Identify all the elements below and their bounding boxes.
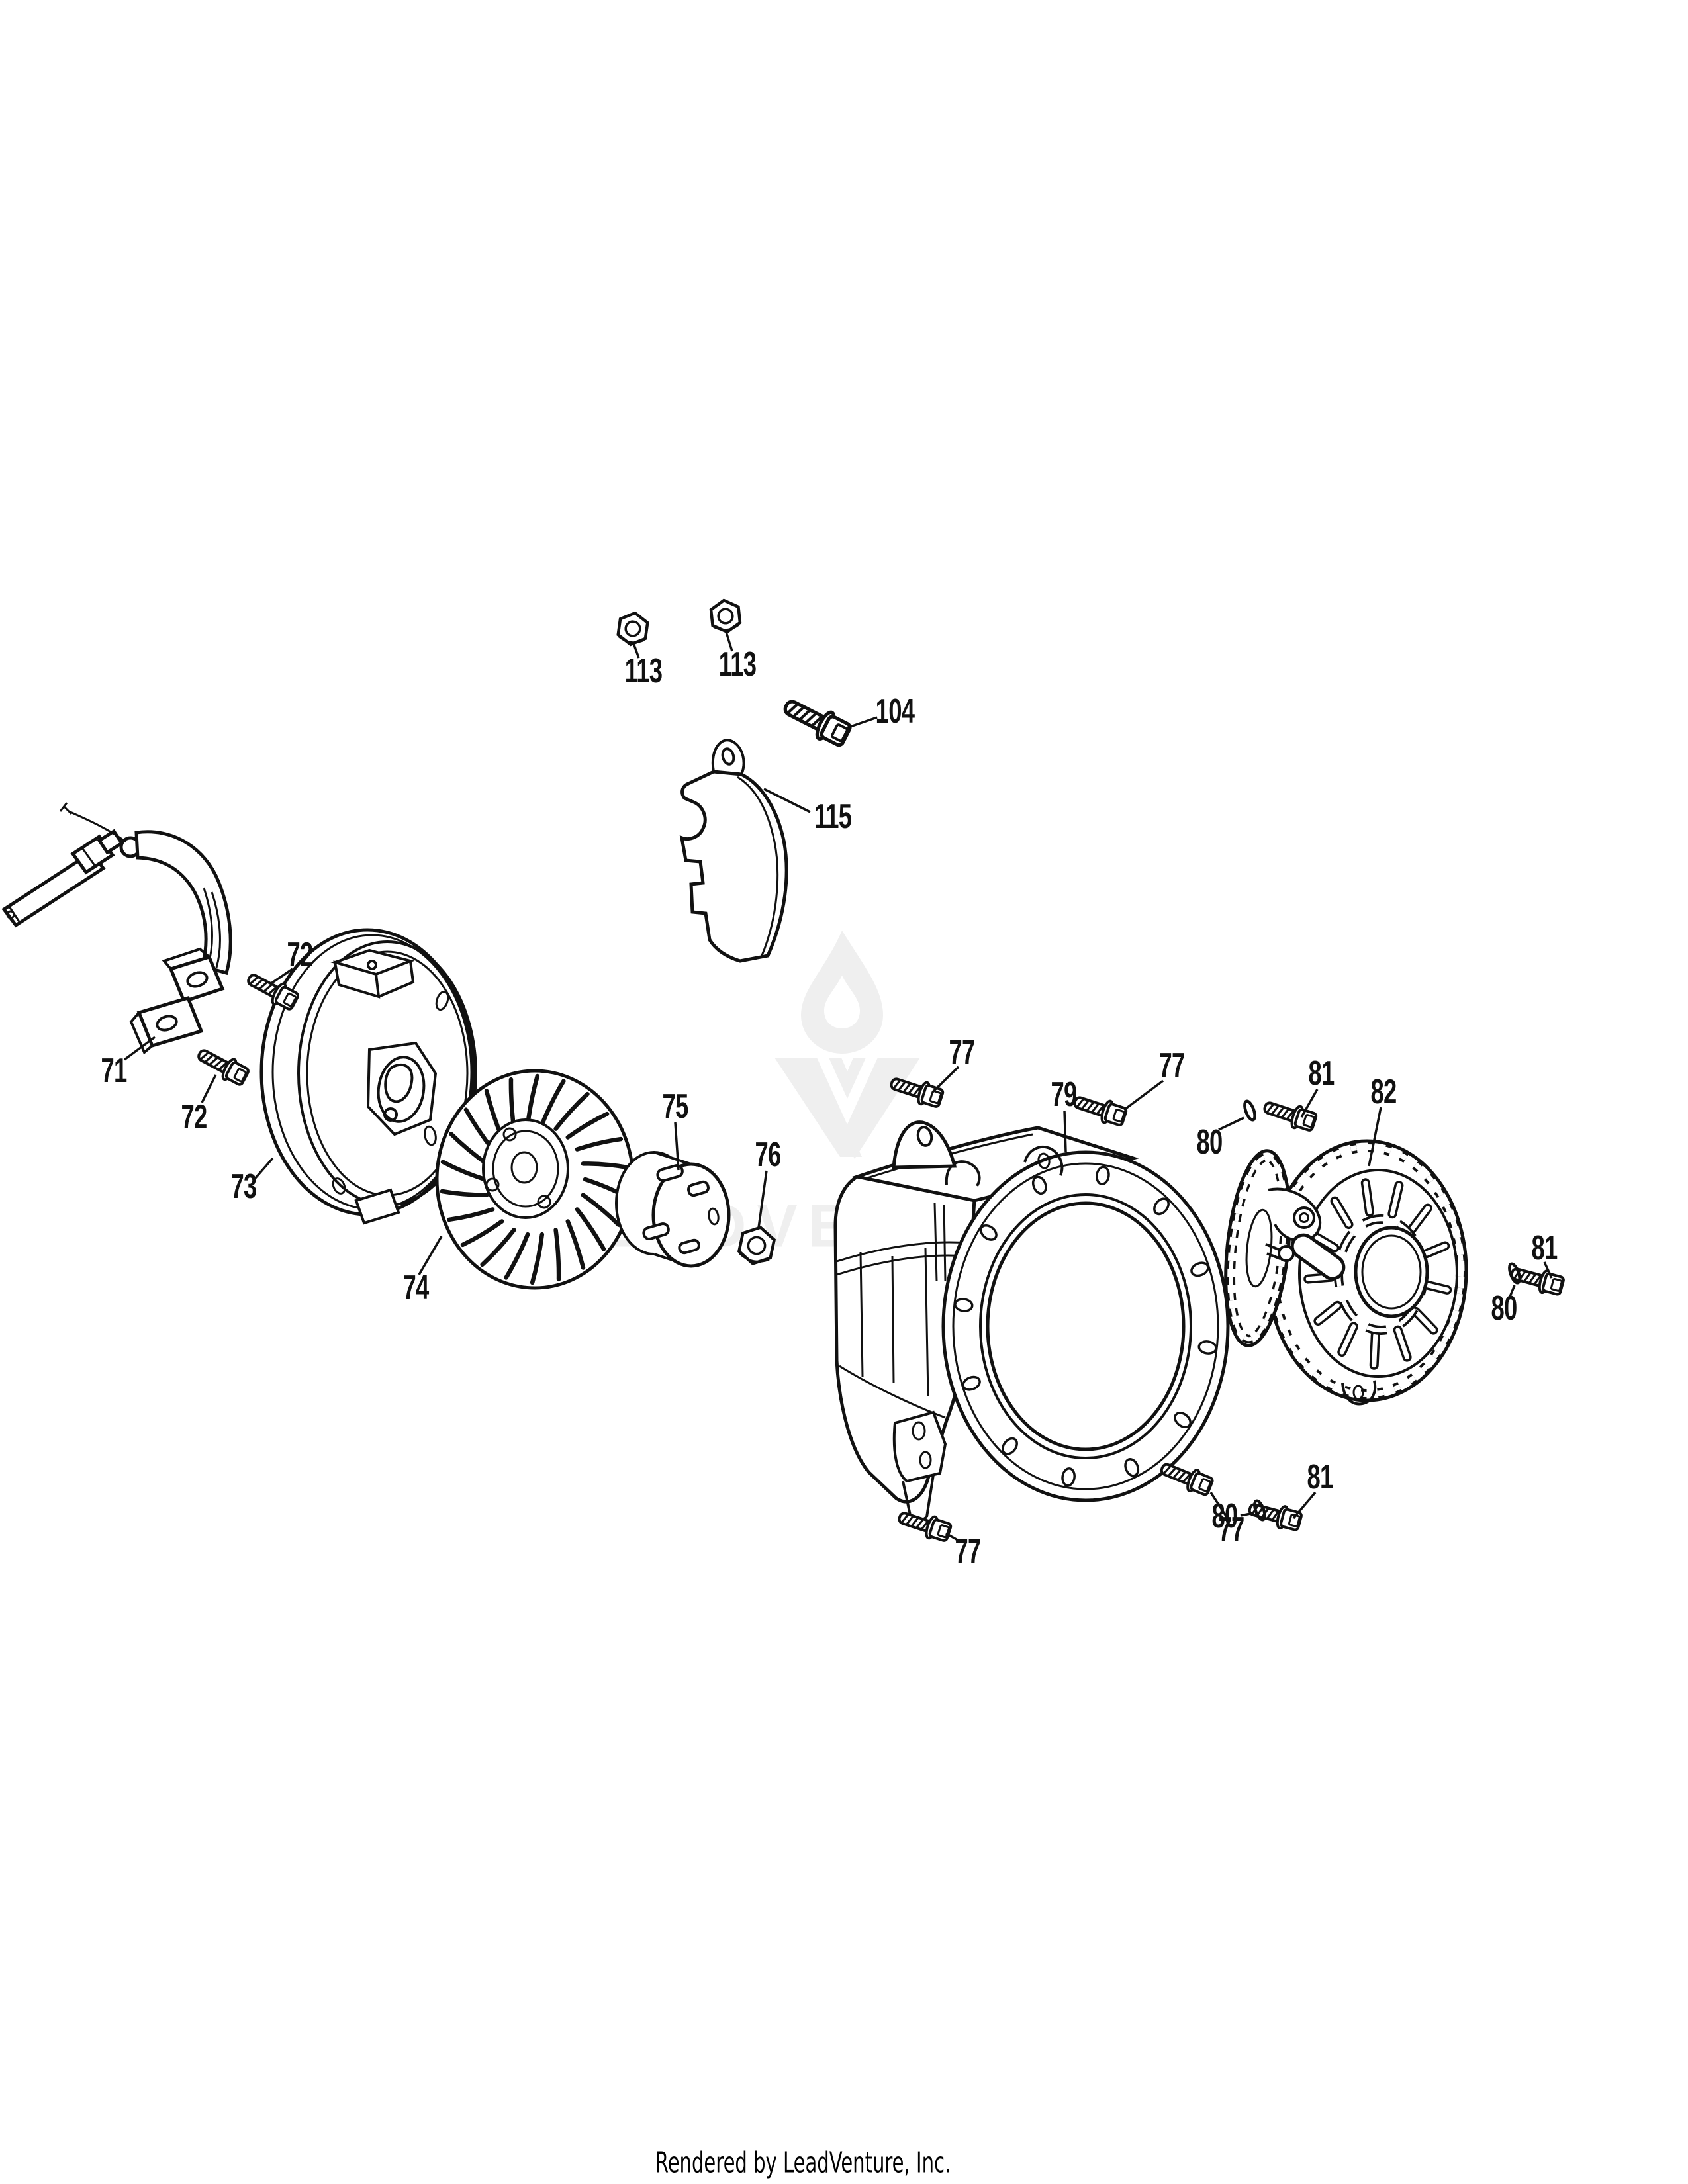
part-label-82: 82 xyxy=(1370,1073,1397,1111)
part-recoil-pulley-handle xyxy=(1224,1149,1346,1347)
part-label-113-b: 113 xyxy=(718,645,757,684)
part-label-104: 104 xyxy=(875,692,915,731)
flame-logo-icon xyxy=(801,931,883,1054)
part-label-76: 76 xyxy=(755,1136,781,1174)
nut-113-a xyxy=(616,611,649,647)
screw-72-b xyxy=(197,1049,250,1086)
part-label-113-a: 113 xyxy=(624,652,663,690)
part-label-72-a: 72 xyxy=(287,936,313,974)
part-label-80-a: 80 xyxy=(1196,1123,1223,1161)
oring-80-b xyxy=(1508,1262,1521,1285)
part-label-77-c: 77 xyxy=(1218,1510,1244,1549)
part-label-71: 71 xyxy=(101,1052,127,1090)
oring-80-a xyxy=(1243,1099,1256,1122)
part-label-74: 74 xyxy=(402,1269,429,1307)
nut-76 xyxy=(737,1226,776,1265)
part-label-72-b: 72 xyxy=(181,1098,207,1136)
part-label-81-b: 81 xyxy=(1531,1229,1558,1267)
screw-81-a xyxy=(1263,1101,1318,1132)
part-label-81-a: 81 xyxy=(1308,1054,1335,1093)
screw-72-a xyxy=(247,974,299,1011)
part-label-80-b: 80 xyxy=(1491,1289,1517,1328)
oring-80-c xyxy=(1253,1499,1266,1522)
part-ignition-coil xyxy=(1,802,232,1055)
part-starter-cup xyxy=(615,1151,731,1268)
part-label-77-d: 77 xyxy=(955,1532,981,1570)
part-label-77-a: 77 xyxy=(949,1033,975,1071)
bolt-104 xyxy=(783,700,852,747)
part-label-115: 115 xyxy=(814,797,852,836)
part-label-79: 79 xyxy=(1051,1075,1077,1114)
part-flywheel-fan xyxy=(435,1069,635,1290)
screw-77-b xyxy=(1073,1096,1128,1126)
part-heat-shield xyxy=(679,739,788,963)
screw-77-a xyxy=(890,1077,945,1108)
part-label-73: 73 xyxy=(230,1167,257,1206)
part-label-77-b: 77 xyxy=(1158,1046,1185,1085)
screw-77-d xyxy=(898,1512,953,1542)
screw-77-c xyxy=(1160,1463,1214,1496)
screw-81-b xyxy=(1510,1267,1565,1296)
part-label-81-c: 81 xyxy=(1307,1458,1333,1496)
part-flywheel xyxy=(259,928,477,1225)
footer-credit: Rendered by LeadVenture, Inc. xyxy=(655,2146,951,2180)
part-label-75: 75 xyxy=(662,1087,688,1126)
part-blower-housing xyxy=(833,1120,1230,1522)
part-label-80-c: 80 xyxy=(1211,1497,1238,1535)
